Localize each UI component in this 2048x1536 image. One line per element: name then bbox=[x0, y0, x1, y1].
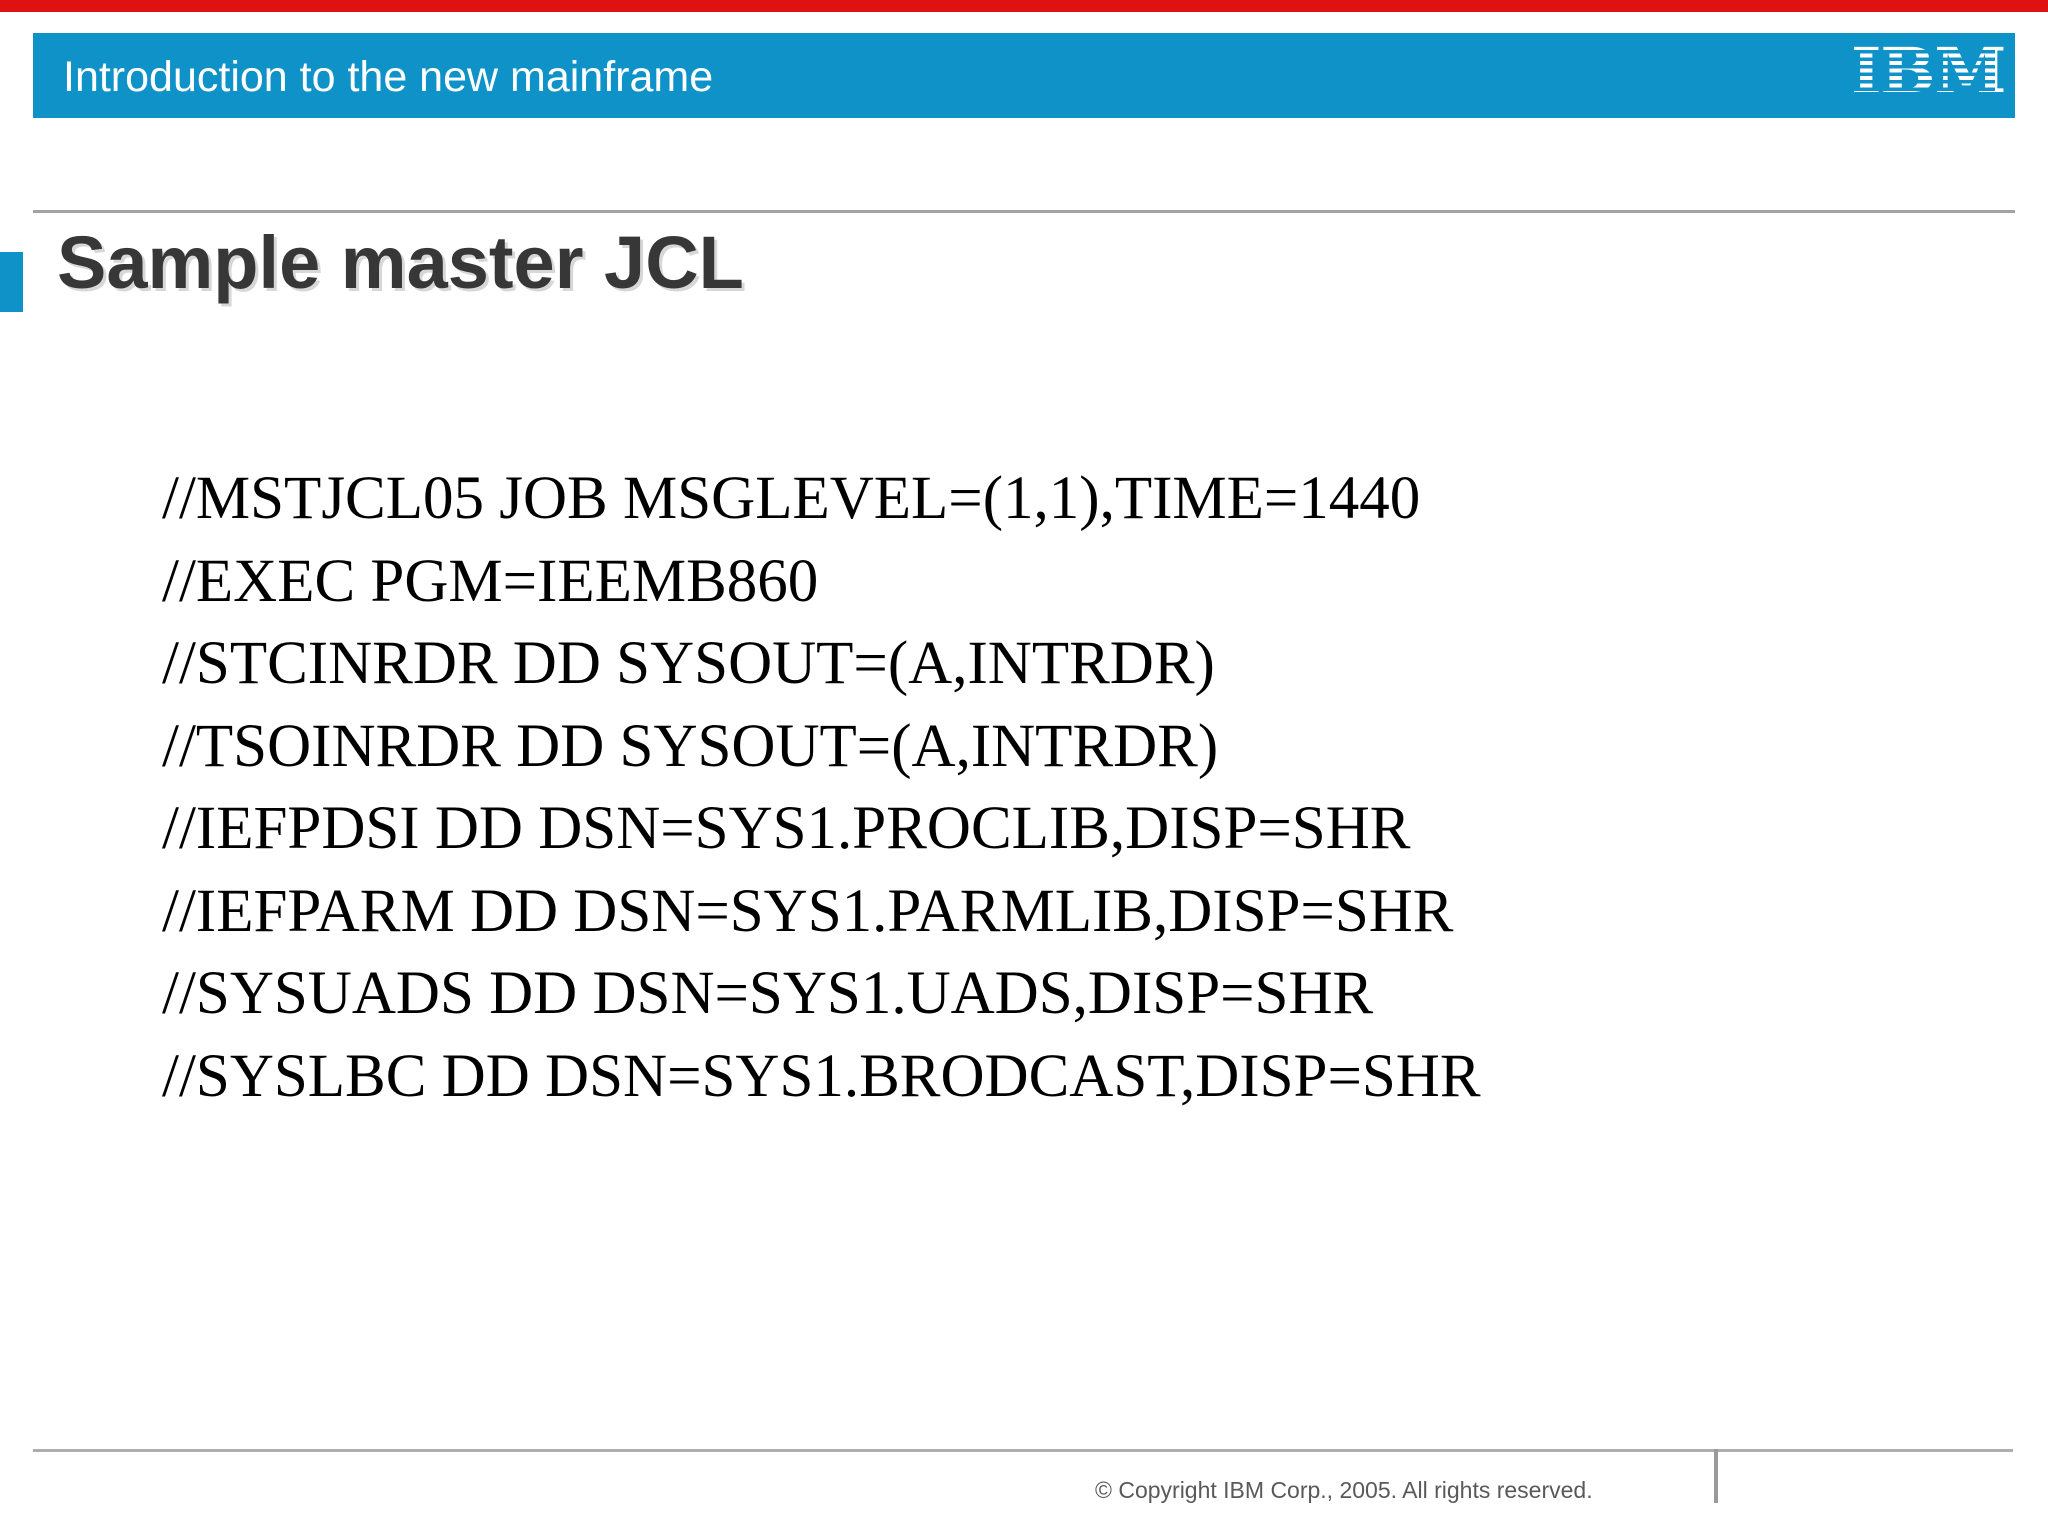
code-line: //TSOINRDR DD SYSOUT=(A,INTRDR) bbox=[162, 712, 1219, 780]
ibm-logo-stripes bbox=[1845, 46, 1995, 106]
jcl-code-block: //MSTJCL05 JOB MSGLEVEL=(1,1),TIME=1440 /… bbox=[162, 458, 1481, 1118]
code-line: //STCINRDR DD SYSOUT=(A,INTRDR) bbox=[162, 630, 1215, 697]
code-line: //IEFPARM DD DSN=SYS1.PARMLIB,DISP=SHR bbox=[162, 877, 1454, 945]
footer-tick-line bbox=[1714, 1449, 1718, 1503]
code-line: //SYSUADS DD DSN=SYS1.UADS,DISP=SHR bbox=[162, 960, 1374, 1027]
ibm-logo-icon: IBM bbox=[1845, 34, 2006, 107]
footer-divider-line bbox=[33, 1449, 2013, 1452]
header-bar: Introduction to the new mainframe IBM bbox=[33, 33, 2015, 118]
code-line: //SYSLBC DD DSN=SYS1.BRODCAST,DISP=SHR bbox=[162, 1042, 1481, 1110]
course-title: Introduction to the new mainframe bbox=[63, 53, 714, 101]
code-line: //IEFPDSI DD DSN=SYS1.PROCLIB,DISP=SHR bbox=[162, 795, 1411, 862]
page-title: Sample master JCL bbox=[57, 221, 744, 304]
title-divider-line bbox=[33, 210, 2015, 213]
copyright-text: © Copyright IBM Corp., 2005. All rights … bbox=[1095, 1477, 1593, 1503]
top-red-bar bbox=[0, 0, 2048, 12]
title-accent-block bbox=[0, 252, 23, 312]
code-line: //MSTJCL05 JOB MSGLEVEL=(1,1),TIME=1440 bbox=[162, 465, 1421, 532]
code-line: //EXEC PGM=IEEMB860 bbox=[162, 547, 819, 615]
